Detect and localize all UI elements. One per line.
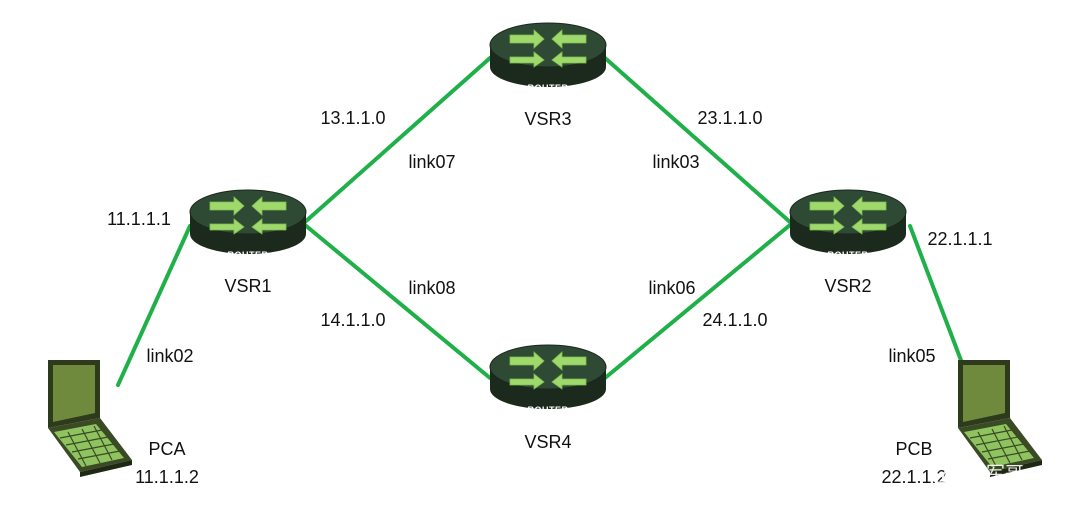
link-name-link02: link02	[146, 346, 193, 366]
host-name-pca: PCA	[148, 439, 185, 459]
host-pcb	[957, 359, 1043, 478]
link-name-link07: link07	[408, 152, 455, 172]
net-label-13-1-1-0: 13.1.1.0	[320, 108, 385, 128]
router-name-vsr3: VSR3	[524, 109, 571, 129]
link-name-link06: link06	[648, 278, 695, 298]
host-ip-pca: 11.1.1.2	[135, 467, 199, 487]
link02-line	[116, 224, 192, 387]
watermark-text: 铁军哥	[967, 463, 1024, 485]
router-name-vsr1: VSR1	[224, 276, 271, 296]
router-icon	[489, 22, 607, 88]
link-name-link05: link05	[888, 346, 935, 366]
ip-label-22-1-1-1: 22.1.1.1	[927, 229, 992, 249]
link07-line	[303, 56, 492, 224]
net-label-24-1-1-0: 24.1.1.0	[702, 310, 767, 330]
router-icon	[489, 344, 607, 410]
host-ip-pcb: 22.1.1.2	[881, 467, 946, 487]
router-badge: ROUTER	[228, 250, 269, 260]
router-vsr3: ROUTER	[489, 22, 607, 93]
router-name-vsr4: VSR4	[524, 432, 571, 452]
watermark: 铁军哥	[928, 460, 1024, 487]
link05-line	[908, 224, 972, 386]
link03-line	[603, 56, 792, 224]
net-label-14-1-1-0: 14.1.1.0	[320, 310, 385, 330]
router-vsr1: ROUTER	[189, 189, 307, 260]
router-name-vsr2: VSR2	[824, 276, 871, 296]
link-name-link03: link03	[652, 152, 699, 172]
router-icon	[189, 189, 307, 255]
link08-line	[303, 223, 492, 380]
router-vsr4: ROUTER	[489, 344, 607, 415]
net-label-23-1-1-0: 23.1.1.0	[697, 108, 762, 128]
router-badge: ROUTER	[828, 250, 869, 260]
host-name-pcb: PCB	[895, 439, 932, 459]
link06-line	[603, 223, 792, 380]
router-vsr2: ROUTER	[789, 189, 907, 260]
link-name-link08: link08	[408, 278, 455, 298]
router-badge: ROUTER	[528, 83, 569, 93]
laptop-icon	[957, 359, 1043, 478]
router-icon	[789, 189, 907, 255]
router-badge: ROUTER	[528, 405, 569, 415]
wechat-icon	[928, 460, 964, 487]
ip-label-11-1-1-1: 11.1.1.1	[107, 209, 171, 229]
